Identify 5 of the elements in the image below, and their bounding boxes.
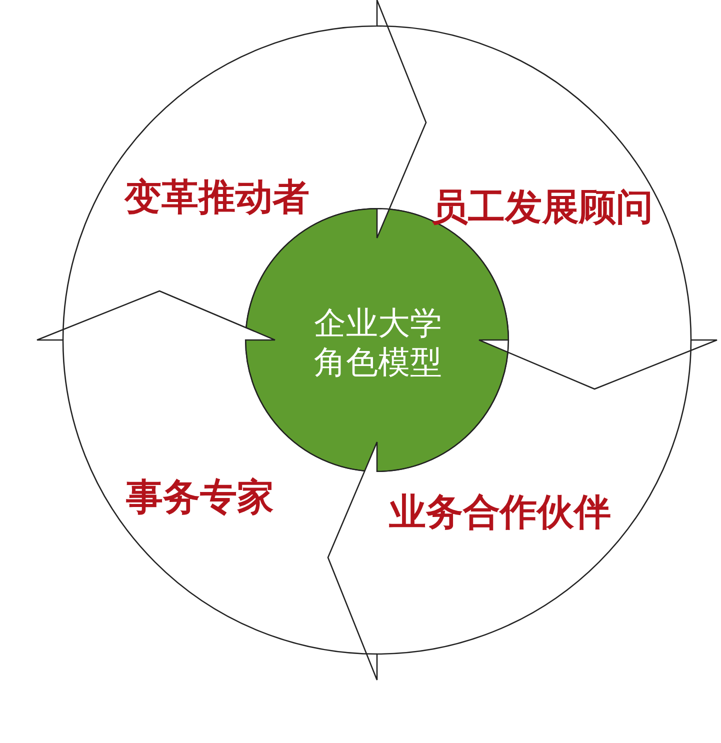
label: 业务合作伙伴 (389, 489, 611, 535)
label: 变革推动者 (124, 174, 310, 220)
label: 企业大学角色模型 (313, 304, 443, 382)
label: 员工发展顾问 (431, 184, 653, 230)
label: 事务专家 (126, 474, 274, 520)
